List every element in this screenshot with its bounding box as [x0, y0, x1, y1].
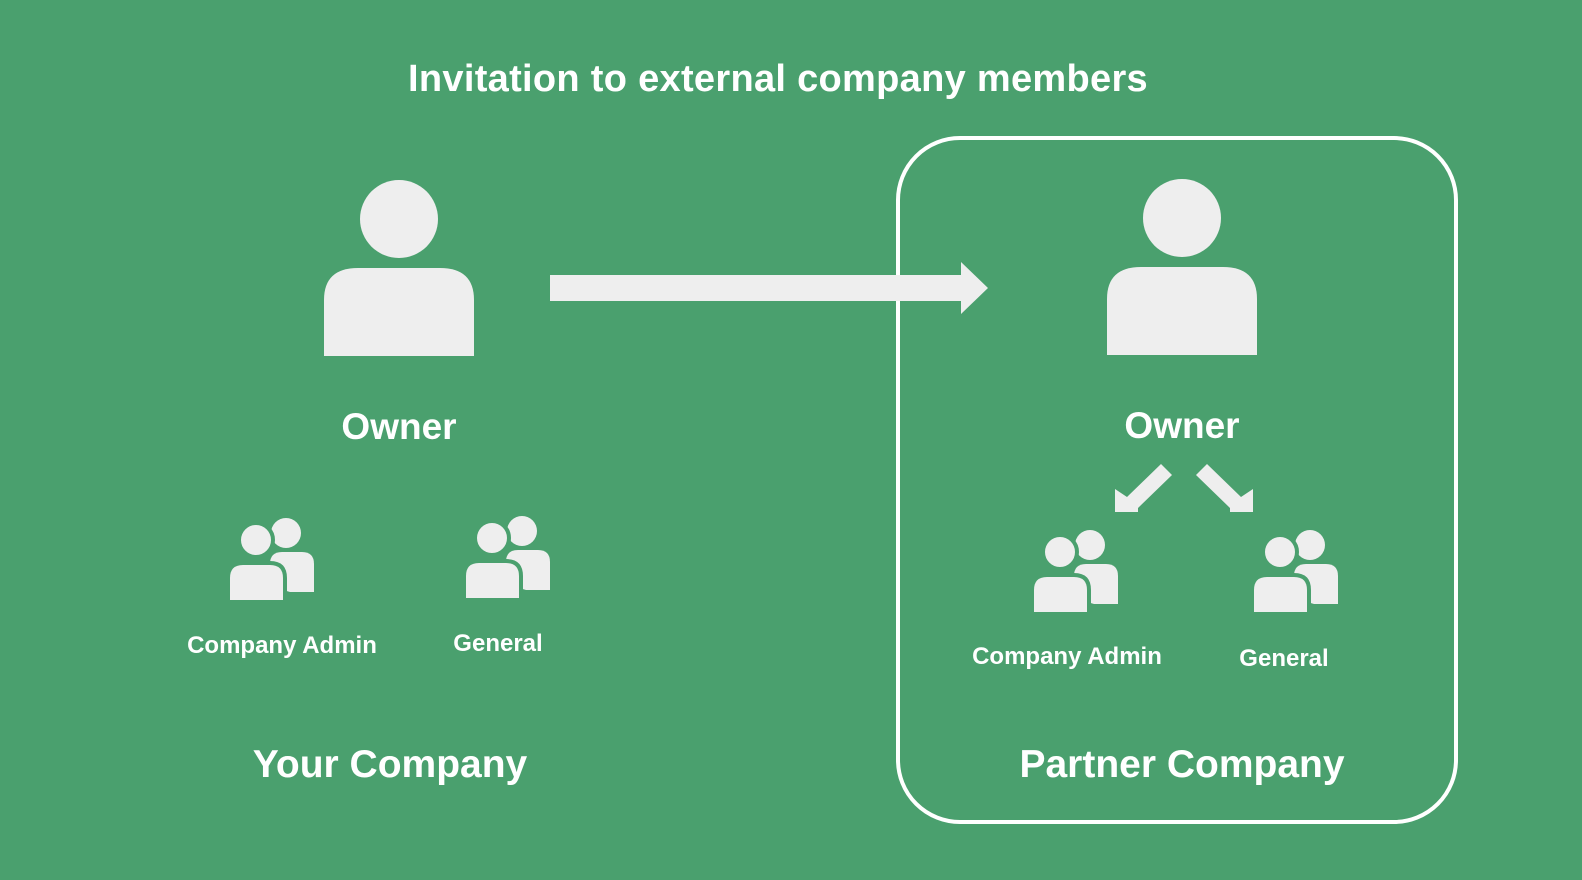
company-admin-label: Company Admin — [187, 632, 377, 659]
arrow-down-left-icon — [1115, 464, 1172, 512]
partner-general-label: General — [1239, 645, 1329, 672]
your-company-label: Your Company — [252, 743, 528, 786]
arrow-right-icon — [550, 262, 988, 314]
partner-company-frame — [896, 136, 1458, 824]
partner-company-admin-label: Company Admin — [972, 643, 1162, 670]
partner-owner-label: Owner — [1124, 405, 1240, 446]
partner-company-label: Partner Company — [1019, 743, 1345, 786]
owner-person-icon — [324, 180, 474, 356]
partner-general-group-icon — [1252, 530, 1338, 614]
partner-owner-person-icon — [1107, 179, 1257, 355]
partner-company-admin-group-icon — [1032, 530, 1118, 614]
general-label: General — [453, 630, 543, 657]
arrow-down-right-icon — [1196, 464, 1253, 512]
owner-label: Owner — [341, 406, 457, 447]
diagram-title: Invitation to external company members — [408, 58, 1148, 100]
company-admin-group-icon — [228, 518, 314, 602]
general-group-icon — [464, 516, 550, 600]
